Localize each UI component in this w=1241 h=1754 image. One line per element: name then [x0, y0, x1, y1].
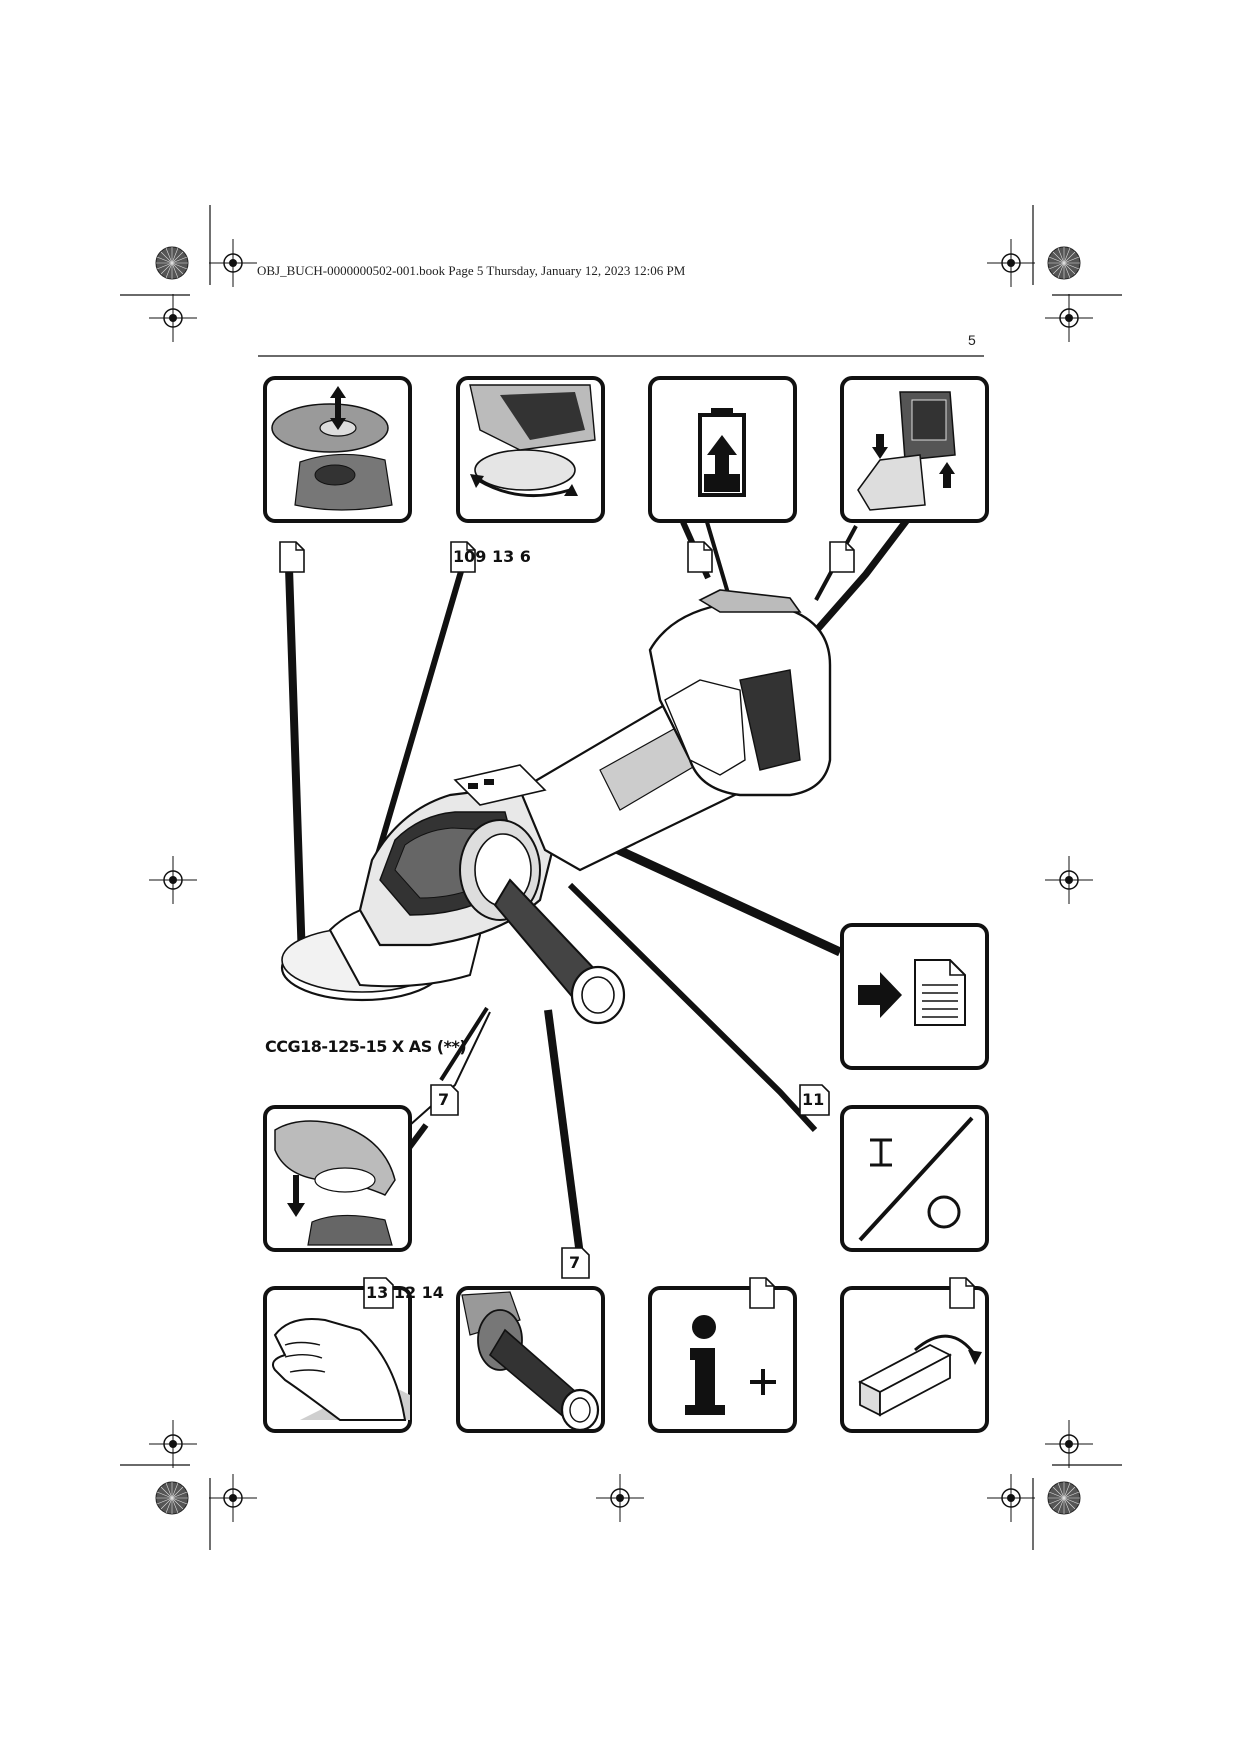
guard-down-arrow-icon	[274, 1120, 396, 1246]
arrow-to-document-icon	[858, 959, 966, 1026]
guard-rotate-arrow-icon	[469, 384, 596, 498]
disc-up-down-arrow-icon	[271, 386, 393, 511]
registration-marks	[120, 205, 1122, 1550]
side-handle-icon	[461, 1291, 600, 1432]
info-plus-icon	[685, 1315, 776, 1415]
ref-top-second: 109 13 6	[453, 547, 531, 566]
angle-grinder-drawing	[280, 589, 832, 1025]
ref-handle-panel: 7	[569, 1253, 581, 1272]
page-number: 5	[968, 332, 976, 348]
ref-switch-panel: 11	[802, 1090, 825, 1109]
ref-guard-panel: 7	[438, 1090, 450, 1109]
model-label: CCG18-125-15 X AS (**)	[265, 1037, 467, 1056]
ref-boxes	[363, 1084, 830, 1309]
battery-insert-remove-icon	[857, 391, 956, 511]
box-open-arrow-icon	[858, 1334, 982, 1417]
on-off-switch-icon	[858, 1116, 974, 1242]
hand-icon	[272, 1318, 410, 1421]
ref-hand-panel: 13 12 14	[366, 1283, 444, 1302]
book-header-line: OBJ_BUCH-0000000502-001.book Page 5 Thur…	[257, 263, 686, 278]
battery-up-arrow-icon	[698, 408, 746, 497]
